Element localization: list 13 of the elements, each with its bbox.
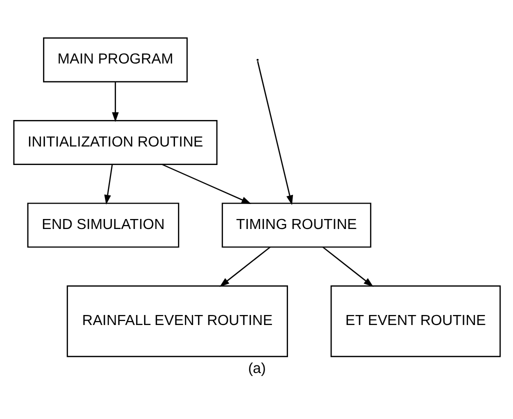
node-box: TIMING ROUTINE <box>221 202 371 248</box>
node-box: RAINFALL EVENT ROUTINE <box>66 284 288 357</box>
node-box: ET EVENT ROUTINE <box>330 284 500 357</box>
arrow <box>104 164 112 204</box>
node-box: END SIMULATION <box>26 202 179 248</box>
caption: (a) <box>248 360 266 377</box>
arrow <box>162 164 251 204</box>
arrow <box>322 246 373 286</box>
arrow <box>219 246 270 286</box>
node-box: INITIALIZATION ROUTINE <box>12 120 217 165</box>
arrow <box>256 60 293 205</box>
arrow <box>111 82 118 122</box>
node-box: MAIN PROGRAM <box>42 36 188 82</box>
